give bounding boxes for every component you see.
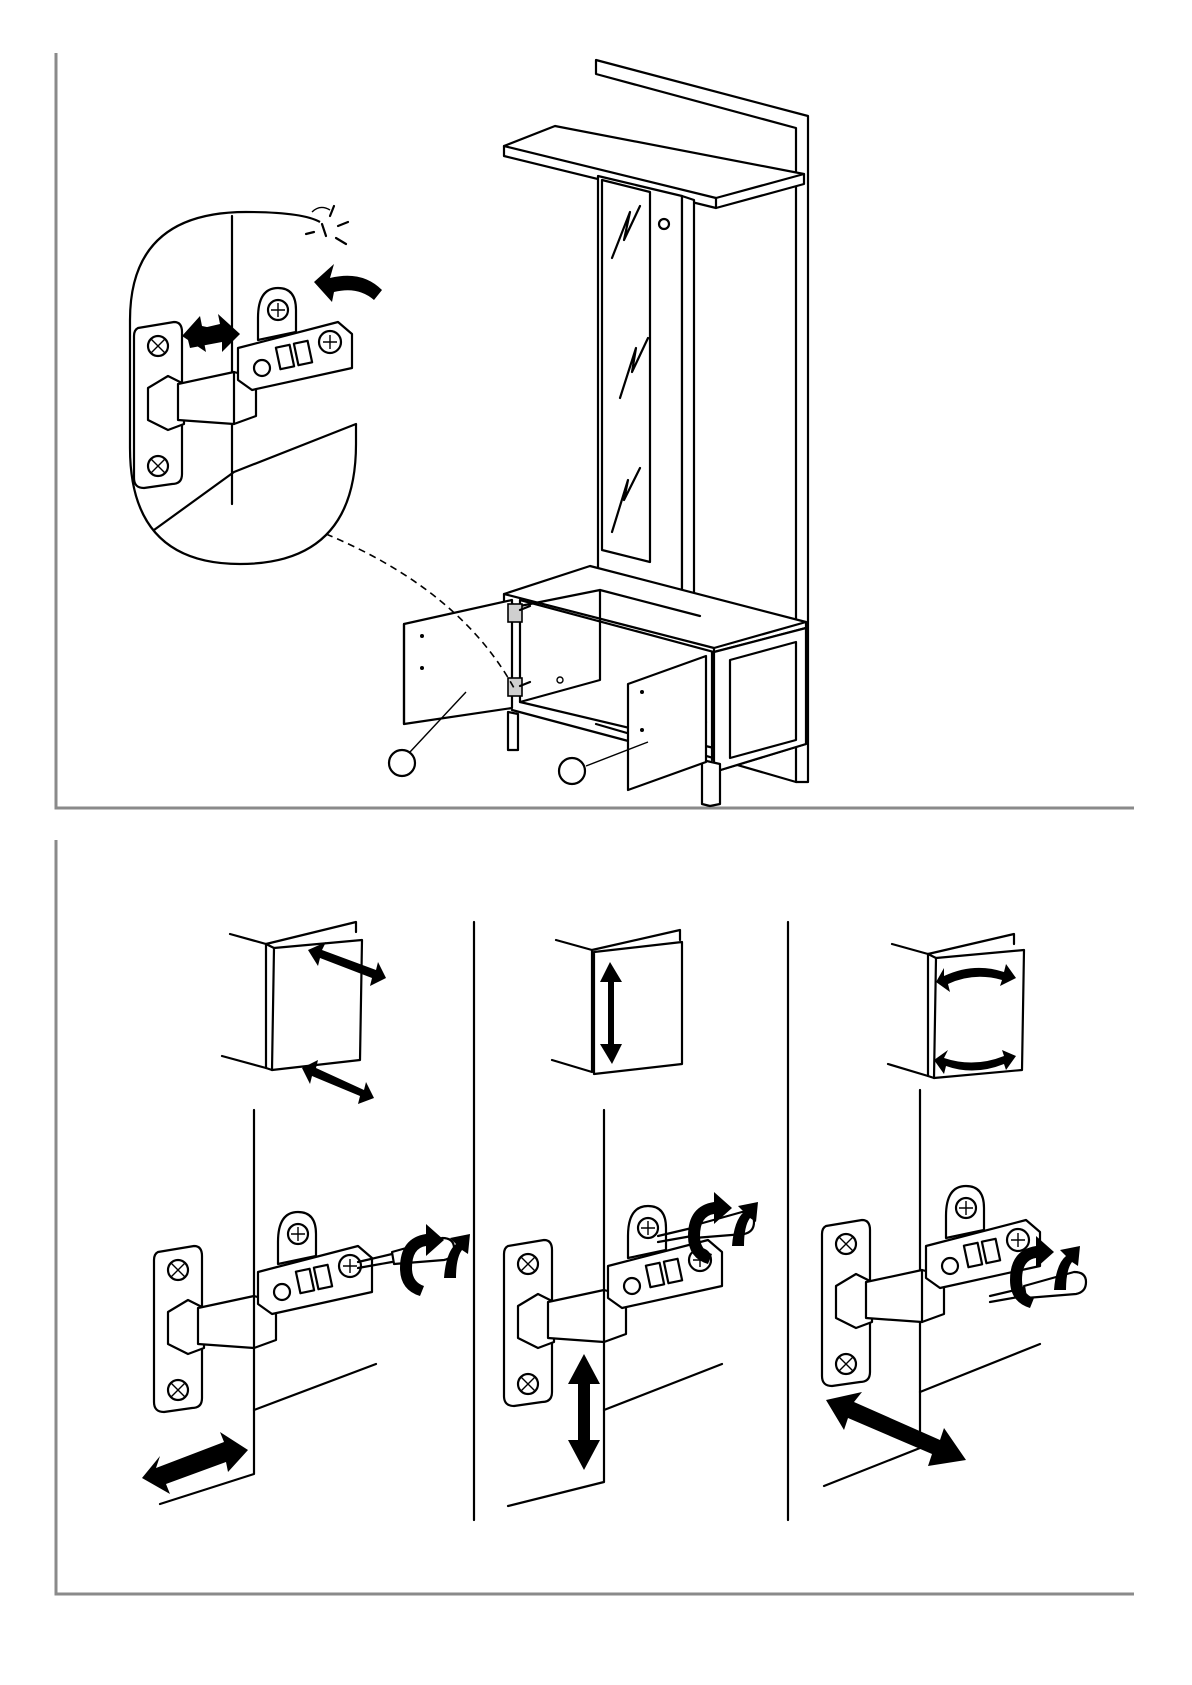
- column-height-adjustment: [504, 930, 758, 1506]
- column-depth-adjustment: [822, 934, 1086, 1486]
- column-side-adjustment: [142, 922, 470, 1504]
- hinge-zoom-detail: [130, 206, 382, 564]
- screwdriver-icon: [990, 1272, 1086, 1302]
- double-arrow-icon: [826, 1392, 966, 1466]
- callout-circle-right: [559, 758, 585, 784]
- hinge-icon: [154, 1212, 372, 1412]
- callout-circle-left: [389, 750, 415, 776]
- double-arrow-icon: [568, 1354, 600, 1470]
- double-arrow-icon: [142, 1432, 248, 1494]
